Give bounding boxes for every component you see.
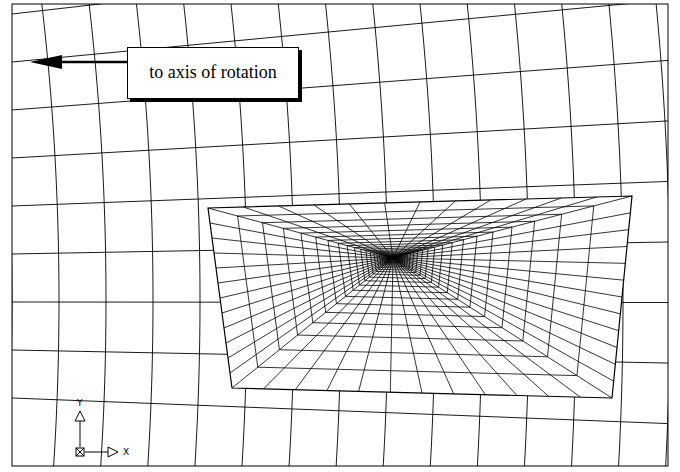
callout-text: to axis of rotation [149, 62, 276, 84]
mesh-spoke [393, 258, 615, 364]
mesh-line [12, 4, 668, 63]
mesh-spoke [295, 258, 393, 390]
axis-label: X [123, 448, 129, 457]
callout-box: to axis of rotation [127, 47, 299, 99]
mesh-spoke [393, 213, 630, 258]
mesh-spoke [393, 258, 549, 396]
mesh-spoke [349, 204, 393, 258]
mesh-line [12, 120, 668, 158]
mesh-spoke [210, 223, 393, 258]
mesh-spoke [393, 258, 422, 393]
mesh-spoke [393, 258, 614, 381]
mesh-spoke [390, 258, 393, 392]
mesh-spoke [393, 258, 619, 331]
mesh-spoke [393, 258, 454, 394]
mesh-spoke [385, 203, 393, 258]
mesh-spoke [218, 258, 393, 283]
leader-arrow [30, 55, 127, 69]
mesh-spoke [279, 206, 393, 258]
refined-region [208, 196, 632, 398]
mesh-line [12, 4, 668, 15]
mesh-line [39, 4, 59, 466]
frame [12, 4, 668, 466]
mesh-spoke [224, 258, 393, 328]
mesh-spoke [393, 258, 580, 397]
mesh-spoke [393, 201, 455, 258]
mesh-spoke [226, 258, 393, 343]
mesh-spoke [214, 253, 393, 258]
mesh-spoke [228, 258, 393, 358]
mesh-spoke [393, 258, 620, 314]
mesh-spoke [216, 258, 393, 268]
mesh-spoke [359, 258, 393, 391]
mesh-spoke [393, 258, 612, 398]
mesh-spoke [393, 198, 561, 258]
mesh-spoke [393, 200, 491, 258]
coordinate-triad [75, 411, 118, 457]
mesh-spoke [393, 196, 632, 258]
mesh-spoke [393, 258, 517, 396]
mesh-spoke [393, 258, 625, 263]
mesh-spoke [393, 258, 485, 395]
mesh-spoke [220, 258, 393, 298]
mesh-line [12, 398, 668, 425]
mesh-line [86, 4, 106, 466]
mesh-spoke [243, 207, 393, 258]
mesh-spoke [393, 247, 627, 259]
mesh-spoke [264, 258, 393, 389]
axis-label: Y [77, 399, 83, 408]
mesh-line [654, 4, 668, 466]
mesh-spoke [393, 230, 629, 258]
mesh-spoke [393, 197, 597, 258]
